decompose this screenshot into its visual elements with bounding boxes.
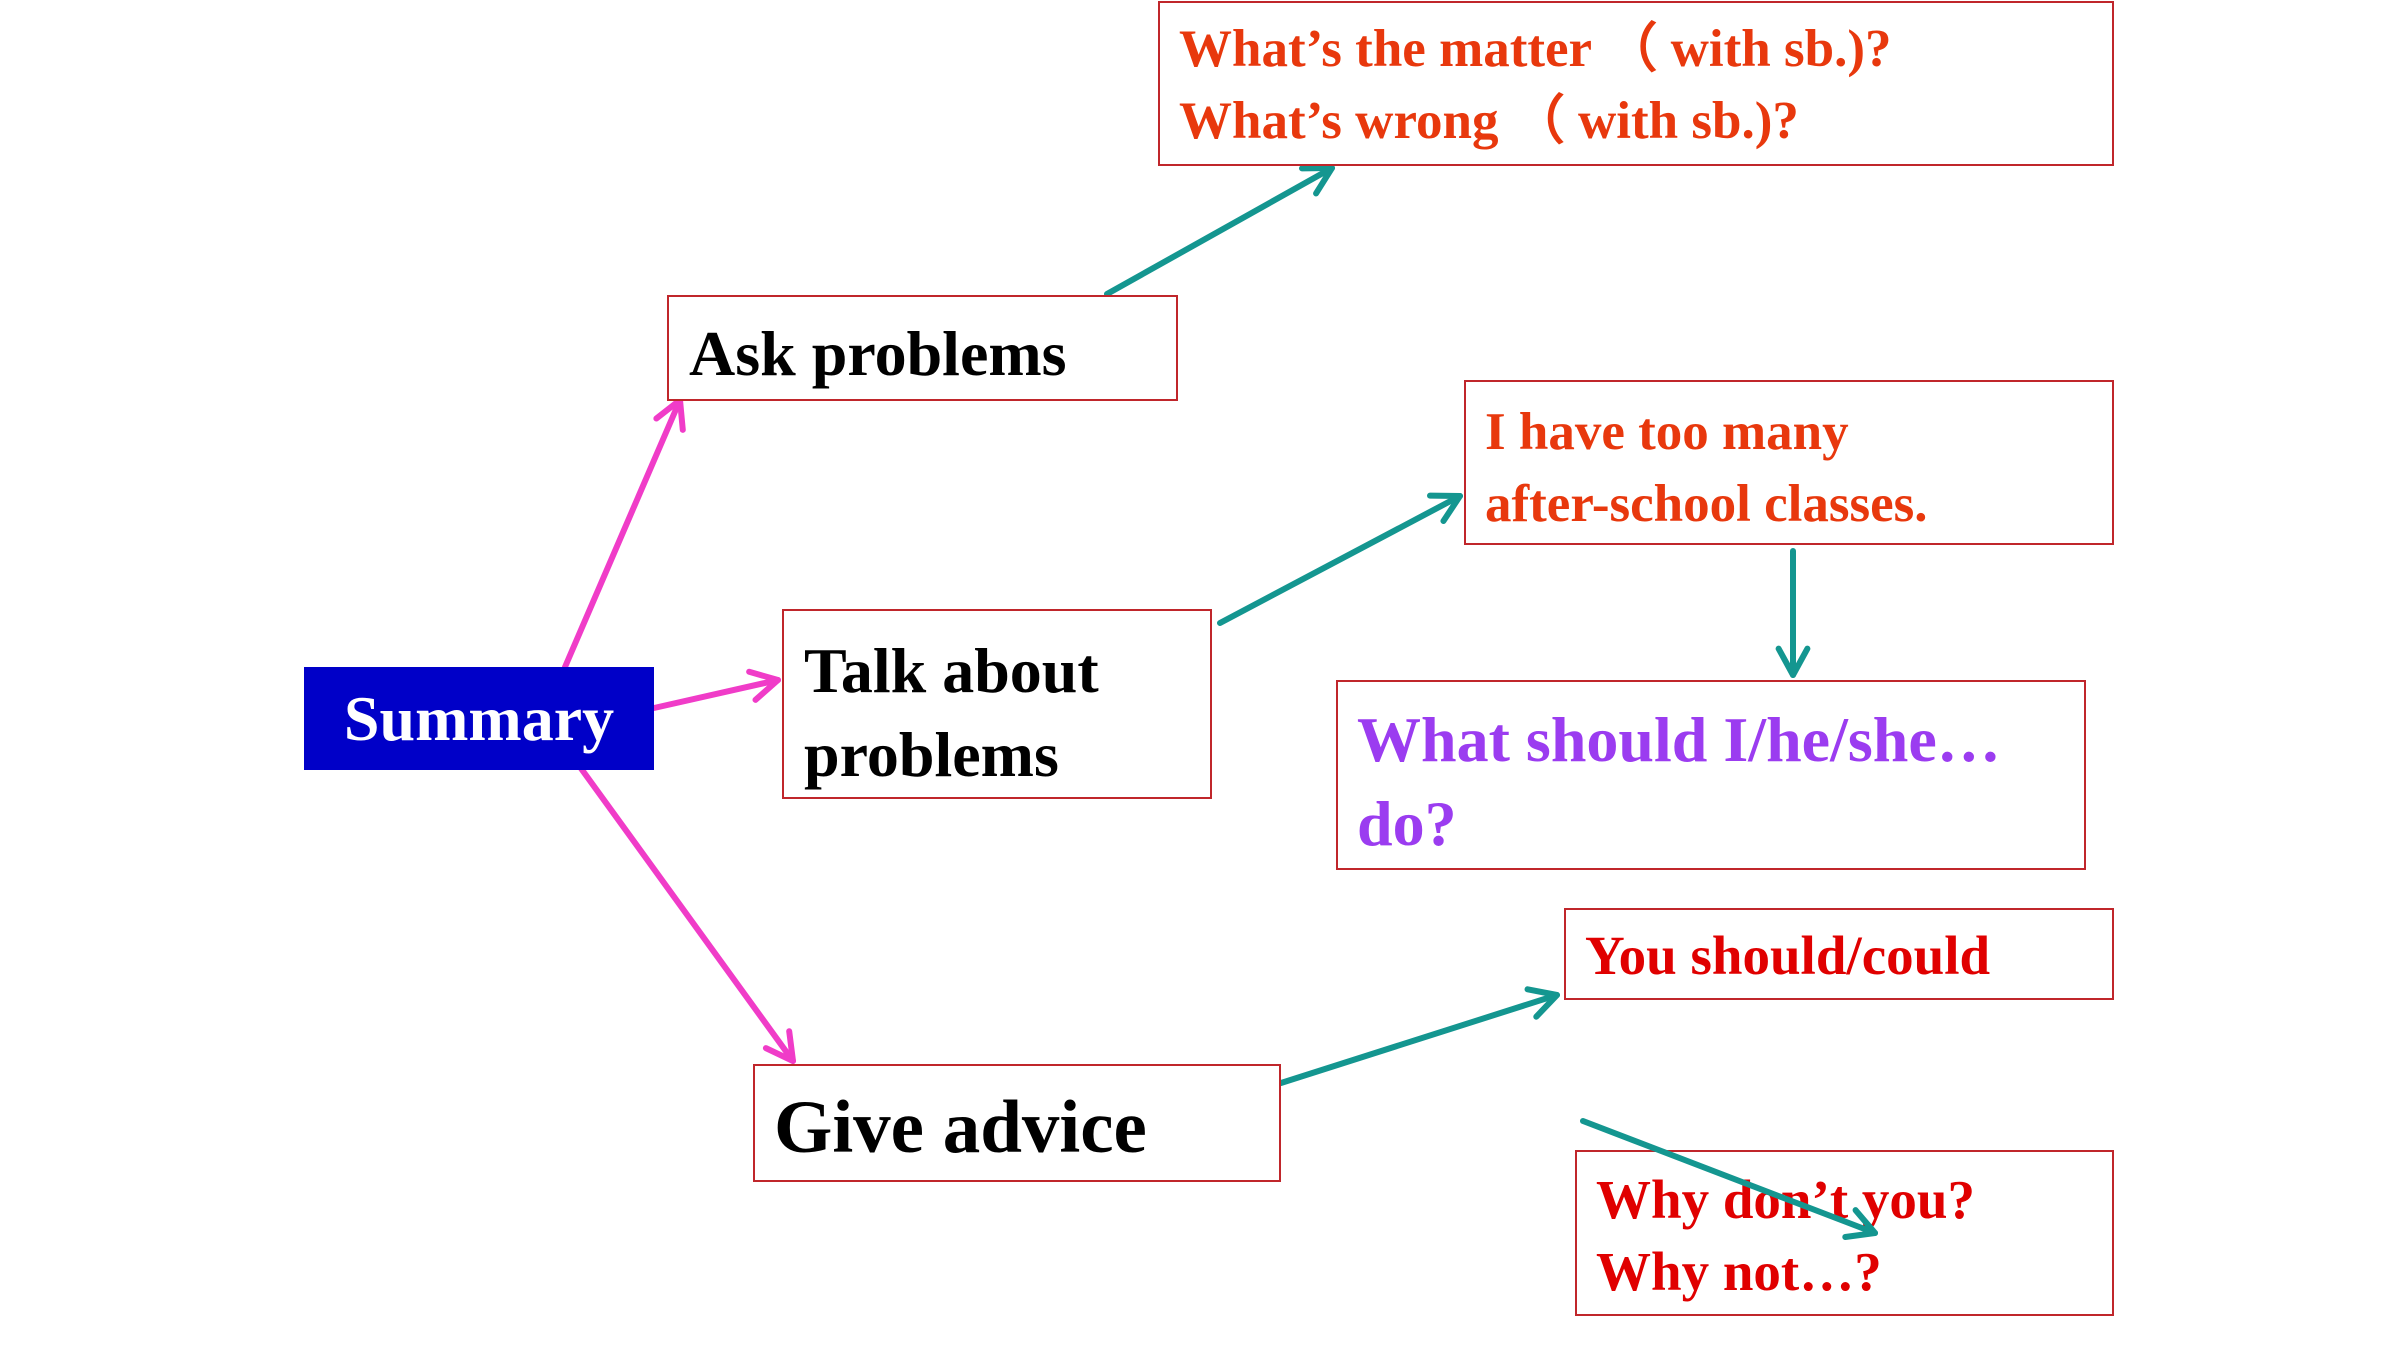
arrow-give-to-why-head [1842,1207,1878,1241]
whats-the-matter-node: What’s the matter （ with sb.)? What’s wr… [1158,1,2114,166]
what-should-do-node: What should I/he/she… do? [1336,680,2086,870]
too-many-line-1: I have too many [1485,403,1849,461]
arrow-too-many-to-should-do-head [1775,645,1811,678]
arrow-summary-to-talk [651,677,781,711]
give-advice-label: Give advice [774,1086,1147,1169]
summary-label: Summary [343,683,615,754]
give-advice-node: Give advice [753,1064,1281,1182]
arrow-give-to-could [1278,992,1560,1086]
you-should-could-node: You should/could [1564,908,2114,1000]
summary-node: Summary [304,667,654,770]
could-label: You should/could [1585,925,1991,986]
should-do-line-2: do? [1357,788,1457,859]
arrow-summary-to-give-head [762,1028,796,1064]
talk-line-2: problems [804,719,1059,790]
arrow-give-to-could-head [1524,986,1560,1020]
arrow-give-to-why [1580,1118,1878,1236]
should-do-line-1: What should I/he/she… [1357,704,2001,775]
arrow-summary-to-talk-head [746,668,781,703]
arrow-summary-to-give [577,764,796,1064]
ask-problems-node: Ask problems [667,295,1178,401]
ask-problems-label: Ask problems [689,318,1067,389]
talk-line-1: Talk about [804,635,1099,706]
arrow-summary-to-ask [562,397,683,670]
whats-line-1: What’s the matter （ with sb.)? [1179,20,1892,78]
too-many-line-2: after-school classes. [1485,475,1928,533]
arrow-talk-to-too-many [1217,493,1463,626]
too-many-classes-node: I have too many after-school classes. [1464,380,2114,545]
whats-line-2: What’s wrong （ with sb.)? [1179,92,1799,150]
arrow-talk-to-too-many-head [1427,492,1463,525]
why-line-2: Why not…? [1596,1241,1882,1302]
why-dont-you-node: Why don’t you? Why not…? [1575,1150,2114,1316]
talk-about-problems-node: Talk about problems [782,609,1212,799]
arrow-ask-to-whats [1104,165,1335,297]
arrow-ask-to-whats-head [1299,165,1335,197]
